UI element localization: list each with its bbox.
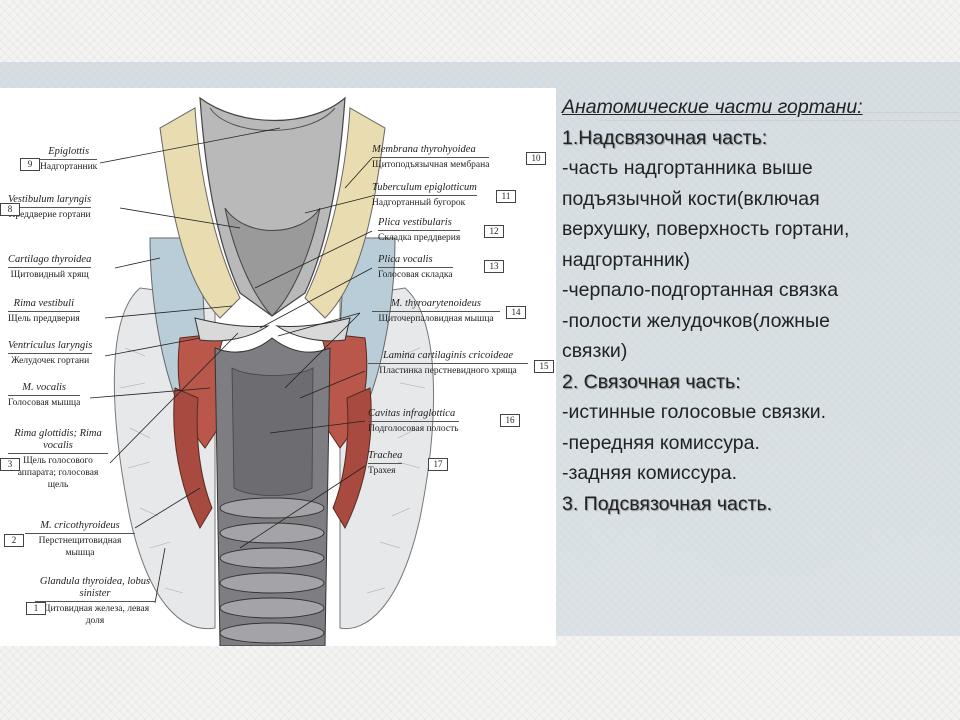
label-en: Vestibulum laryngis [8, 194, 92, 205]
text-line: -истинные голосовые связки. [562, 401, 827, 423]
label-ru: Щитовидная железа, левая доля [35, 601, 155, 627]
label-ventriculus: Ventriculus laryngis Желудочек гортани [8, 340, 93, 367]
label-cavitas-infraglottica: Cavitas infraglottica Подголосовая полос… [368, 408, 459, 435]
label-ru: Надгортанник [40, 159, 98, 173]
number-badge: 3 [0, 458, 20, 471]
number-badge: 1 [26, 602, 46, 615]
number-badge: 9 [20, 158, 40, 171]
label-en: Trachea [368, 450, 403, 461]
label-ru: Щель преддверия [8, 311, 80, 325]
label-ru: Подголосовая полость [368, 421, 459, 435]
text-line: -часть надгортанника выше [562, 157, 813, 179]
decor-line-top [560, 112, 960, 113]
label-en: Rima glottidis; Rima vocalis [14, 428, 102, 451]
label-ru: Желудочек гортани [8, 353, 93, 367]
number-badge: 8 [0, 203, 20, 216]
larynx-anatomy-figure: Epiglottis Надгортанник 9 Vestibulum lar… [0, 88, 556, 646]
label-ru: Пластинка перстневидного хряща [368, 363, 528, 377]
text-line: связки) [562, 340, 628, 362]
number-badge: 16 [500, 414, 520, 427]
label-en: Epiglottis [48, 146, 90, 157]
number-badge: 10 [526, 152, 546, 165]
text-line: -задняя комиссура. [562, 462, 737, 484]
label-ru: Голосовая мышца [8, 395, 81, 409]
label-trachea: Trachea Трахея [368, 450, 403, 477]
text-line: -черпало-подгортанная связка [562, 279, 839, 301]
label-ru: Голосовая складка [378, 267, 453, 281]
label-ru: Перстнещитовидная мышца [25, 533, 135, 559]
label-en: Glandula thyroidea, lobus sinister [39, 576, 151, 599]
number-badge: 17 [428, 458, 448, 471]
label-m-thyroarytenoideus: M. thyroarytenoideus Щиточерпаловидная м… [372, 298, 500, 325]
label-membrana-thyrohyoidea: Membrana thyrohyoidea Щитоподъязычная ме… [372, 144, 490, 171]
text-line: подъязычной кости(включая [562, 187, 820, 210]
label-tuberculum-epiglotticum: Tuberculum epiglotticum Надгортанный буг… [372, 182, 477, 209]
label-vestibulum: Vestibulum laryngis Преддверие гортани [8, 194, 92, 221]
label-en: Membrana thyrohyoidea [372, 144, 476, 155]
label-en: M. cricothyroideus [40, 520, 120, 531]
label-ru: Надгортанный бугорок [372, 195, 477, 209]
section-title-2: 2. Связочная часть: [562, 370, 741, 393]
label-rima-vestibuli: Rima vestibuli Щель преддверия [8, 298, 80, 325]
number-badge: 2 [4, 534, 24, 547]
text-line: -полости желудочков(ложные [562, 309, 830, 332]
label-en: Lamina cartilaginis cricoideae [382, 350, 514, 361]
label-ru: Щель голосового аппарата; голосовая щель [8, 453, 108, 491]
label-ru: Щитоподъязычная мембрана [372, 157, 490, 171]
text-line: верхушку, поверхность гортани, [562, 218, 850, 240]
slide-heading: Анатомические части гортани: [562, 96, 863, 118]
label-m-cricothyroideus: M. cricothyroideus Перстнещитовидная мыш… [25, 520, 135, 559]
slide-text-panel: Анатомические части гортани: 1.Надсвязоч… [562, 92, 954, 519]
section-title-3: 3. Подсвязочная часть. [562, 492, 773, 515]
number-badge: 13 [484, 260, 504, 273]
label-en: Rima vestibuli [13, 298, 75, 309]
decor-line-top-2 [600, 120, 960, 121]
label-en: M. vocalis [22, 382, 67, 393]
text-line: -передняя комиссура. [562, 431, 760, 454]
label-m-vocalis: M. vocalis Голосовая мышца [8, 382, 81, 409]
label-ru: Преддверие гортани [8, 207, 92, 221]
label-en: M. thyroarytenoideus [390, 298, 481, 309]
label-en: Tuberculum epiglotticum [372, 182, 477, 193]
label-ru: Складка преддверия [378, 230, 461, 244]
larynx-illustration [89, 96, 435, 646]
number-badge: 15 [534, 360, 554, 373]
label-cartilago-thyroidea: Cartilago thyroidea Щитовидный хрящ [8, 254, 92, 281]
label-epiglottis: Epiglottis Надгортанник [40, 146, 98, 173]
label-plica-vestibularis: Plica vestibularis Складка преддверия [378, 217, 461, 244]
label-en: Cavitas infraglottica [368, 408, 456, 419]
label-en: Ventriculus laryngis [8, 340, 93, 351]
label-en: Cartilago thyroidea [8, 254, 92, 265]
label-en: Plica vestibularis [378, 217, 452, 228]
label-ru: Трахея [368, 463, 403, 477]
label-plica-vocalis: Plica vocalis Голосовая складка [378, 254, 453, 281]
text-line: надгортанник) [562, 248, 690, 271]
label-en: Plica vocalis [378, 254, 433, 265]
label-rima-glottidis: Rima glottidis; Rima vocalis Щель голосо… [8, 428, 108, 491]
number-badge: 14 [506, 306, 526, 319]
label-glandula-thyroidea: Glandula thyroidea, lobus sinister Щитов… [35, 576, 155, 627]
label-lamina-cricoideae: Lamina cartilaginis cricoideae Пластинка… [368, 350, 528, 377]
number-badge: 11 [496, 190, 516, 203]
section-title-1: 1.Надсвязочная часть: [562, 126, 768, 149]
label-ru: Щитовидный хрящ [8, 267, 92, 281]
label-ru: Щиточерпаловидная мышца [372, 311, 500, 325]
number-badge: 12 [484, 225, 504, 238]
